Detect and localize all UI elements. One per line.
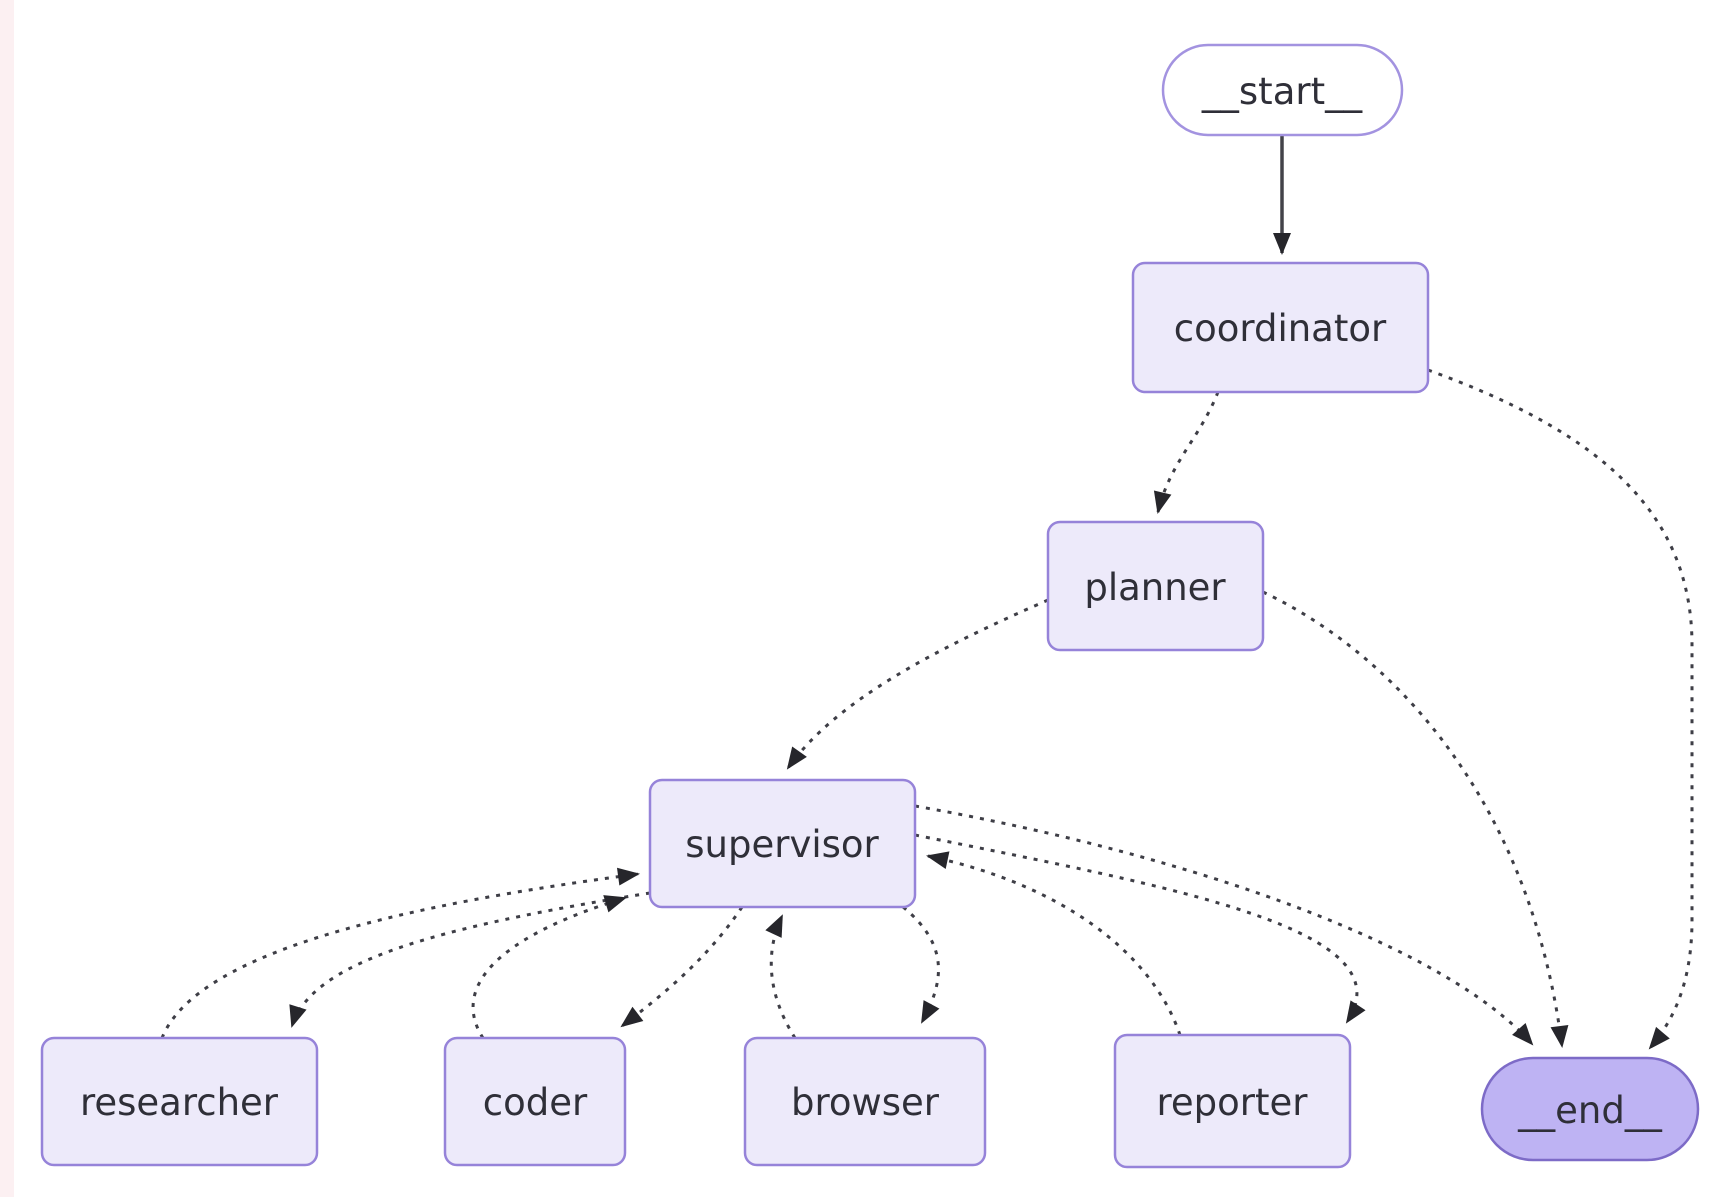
supervisor-box bbox=[648, 778, 917, 909]
coder-label: coder bbox=[483, 1081, 588, 1124]
edge-coordinator-end bbox=[1427, 368, 1694, 1050]
node-researcher: researcher bbox=[40, 1036, 319, 1167]
supervisor-label: supervisor bbox=[685, 823, 879, 866]
edge-coder-supervisor bbox=[471, 895, 627, 1039]
start-label: __start__ bbox=[1201, 70, 1363, 113]
edge-planner-supervisor bbox=[786, 598, 1049, 770]
coder-box bbox=[443, 1036, 627, 1167]
reporter-box bbox=[1113, 1033, 1352, 1169]
end-label: __end__ bbox=[1517, 1089, 1662, 1132]
start-pill bbox=[1161, 43, 1404, 137]
node-browser: browser bbox=[743, 1036, 987, 1167]
researcher-box bbox=[40, 1036, 319, 1167]
coordinator-box bbox=[1131, 261, 1430, 394]
edge-supervisor-end bbox=[914, 804, 1534, 1046]
edge-browser-supervisor bbox=[765, 914, 797, 1039]
planner-label: planner bbox=[1084, 566, 1226, 609]
edge-supervisor-browser bbox=[902, 905, 940, 1024]
node-start: __start__ bbox=[1161, 43, 1404, 137]
node-reporter: reporter bbox=[1113, 1033, 1352, 1169]
edge-planner-end bbox=[1262, 590, 1569, 1048]
node-coordinator: coordinator bbox=[1131, 261, 1430, 394]
coordinator-label: coordinator bbox=[1174, 307, 1387, 350]
browser-box bbox=[743, 1036, 987, 1167]
end-pill bbox=[1480, 1056, 1700, 1162]
node-supervisor: supervisor bbox=[648, 778, 917, 909]
edges bbox=[160, 135, 1694, 1050]
researcher-label: researcher bbox=[80, 1081, 279, 1124]
edge-supervisor-coder bbox=[620, 906, 744, 1028]
reporter-label: reporter bbox=[1157, 1081, 1309, 1124]
node-end: __end__ bbox=[1480, 1056, 1700, 1162]
edge-coordinator-planner bbox=[1153, 391, 1220, 514]
left-edge-strip bbox=[0, 0, 14, 1197]
edge-supervisor-reporter bbox=[914, 833, 1366, 1024]
edge-supervisor-researcher bbox=[289, 891, 651, 1028]
edge-reporter-supervisor bbox=[926, 851, 1182, 1036]
browser-label: browser bbox=[791, 1081, 940, 1124]
edge-researcher-supervisor bbox=[160, 867, 640, 1039]
node-coder: coder bbox=[443, 1036, 627, 1167]
node-planner: planner bbox=[1046, 520, 1265, 652]
planner-box bbox=[1046, 520, 1265, 652]
